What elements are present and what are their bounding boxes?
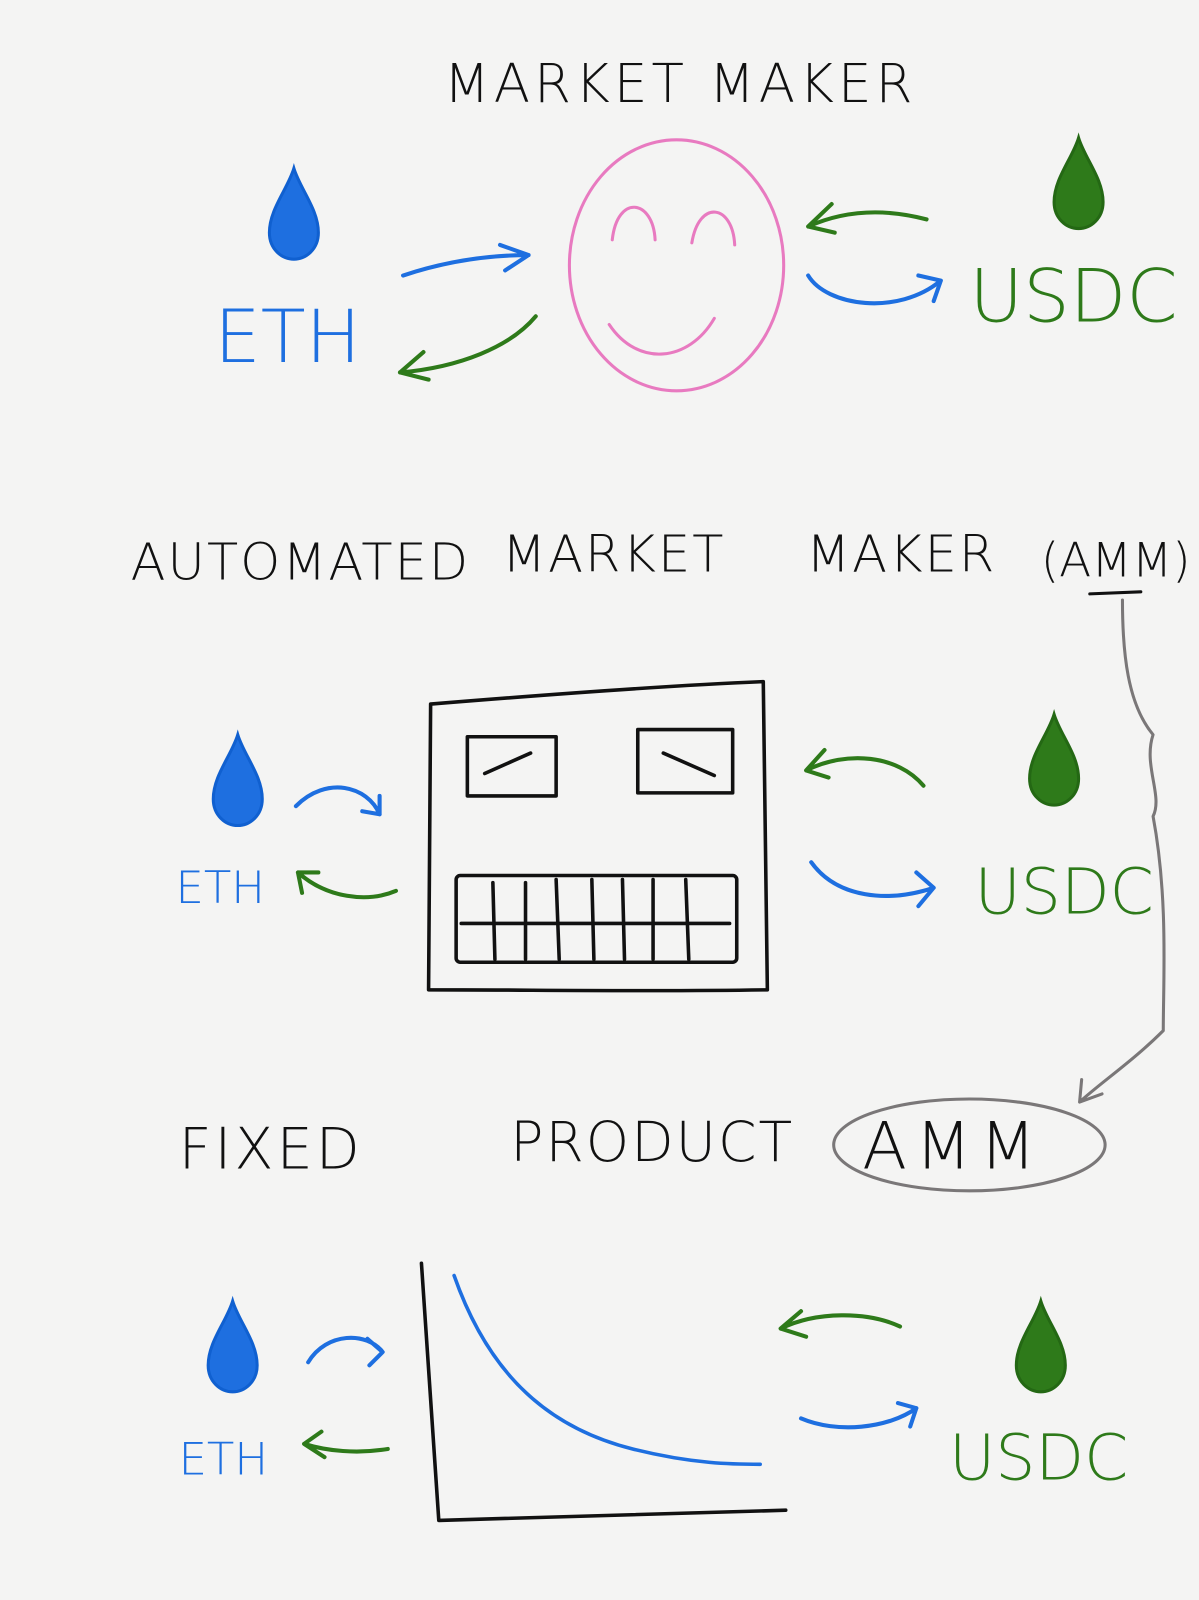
arrows-amm [293, 747, 936, 909]
title-market: MARKET [502, 525, 725, 584]
eth-drop-icon [206, 1299, 259, 1394]
title-amm-abbrev: (AMM) [1041, 534, 1191, 589]
amm-connector-arrow [1078, 598, 1166, 1104]
smiley-face-icon [567, 138, 786, 393]
title-fixed: FIXED [179, 1116, 363, 1182]
arrows-eth-to-mm [397, 202, 943, 382]
robot-face-icon [426, 679, 770, 993]
title-maker: MAKER [806, 525, 996, 584]
usdc-label: USDC [949, 1421, 1128, 1495]
usdc-drop-icon [1014, 1299, 1067, 1394]
eth-drop-icon [211, 733, 264, 828]
title-market-maker: MARKET MAKER [444, 53, 917, 115]
eth-label: ETH [179, 1432, 269, 1485]
section-automated-market-maker: AUTOMATED MARKET MAKER (AMM) ETH USDC [131, 525, 1191, 993]
title-automated: AUTOMATED [131, 534, 471, 593]
title-product: PRODUCT [510, 1110, 794, 1174]
usdc-drop-icon [1052, 136, 1105, 231]
section-market-maker: MARKET MAKER ETH USDC [214, 53, 1178, 393]
fixed-product-curve-icon [419, 1261, 788, 1523]
amm-underline [1088, 590, 1143, 596]
eth-label: ETH [214, 295, 361, 380]
usdc-label: USDC [975, 854, 1154, 928]
title-amm: AMM [862, 1108, 1044, 1184]
usdc-label: USDC [969, 254, 1177, 339]
eth-drop-icon [267, 166, 320, 261]
usdc-drop-icon [1028, 712, 1081, 807]
eth-label: ETH [176, 861, 266, 914]
section-fixed-product-amm: FIXED PRODUCT AMM ETH USDC [179, 1097, 1128, 1523]
amm-circle [832, 1097, 1107, 1193]
arrows-fixed-product [302, 1309, 919, 1460]
